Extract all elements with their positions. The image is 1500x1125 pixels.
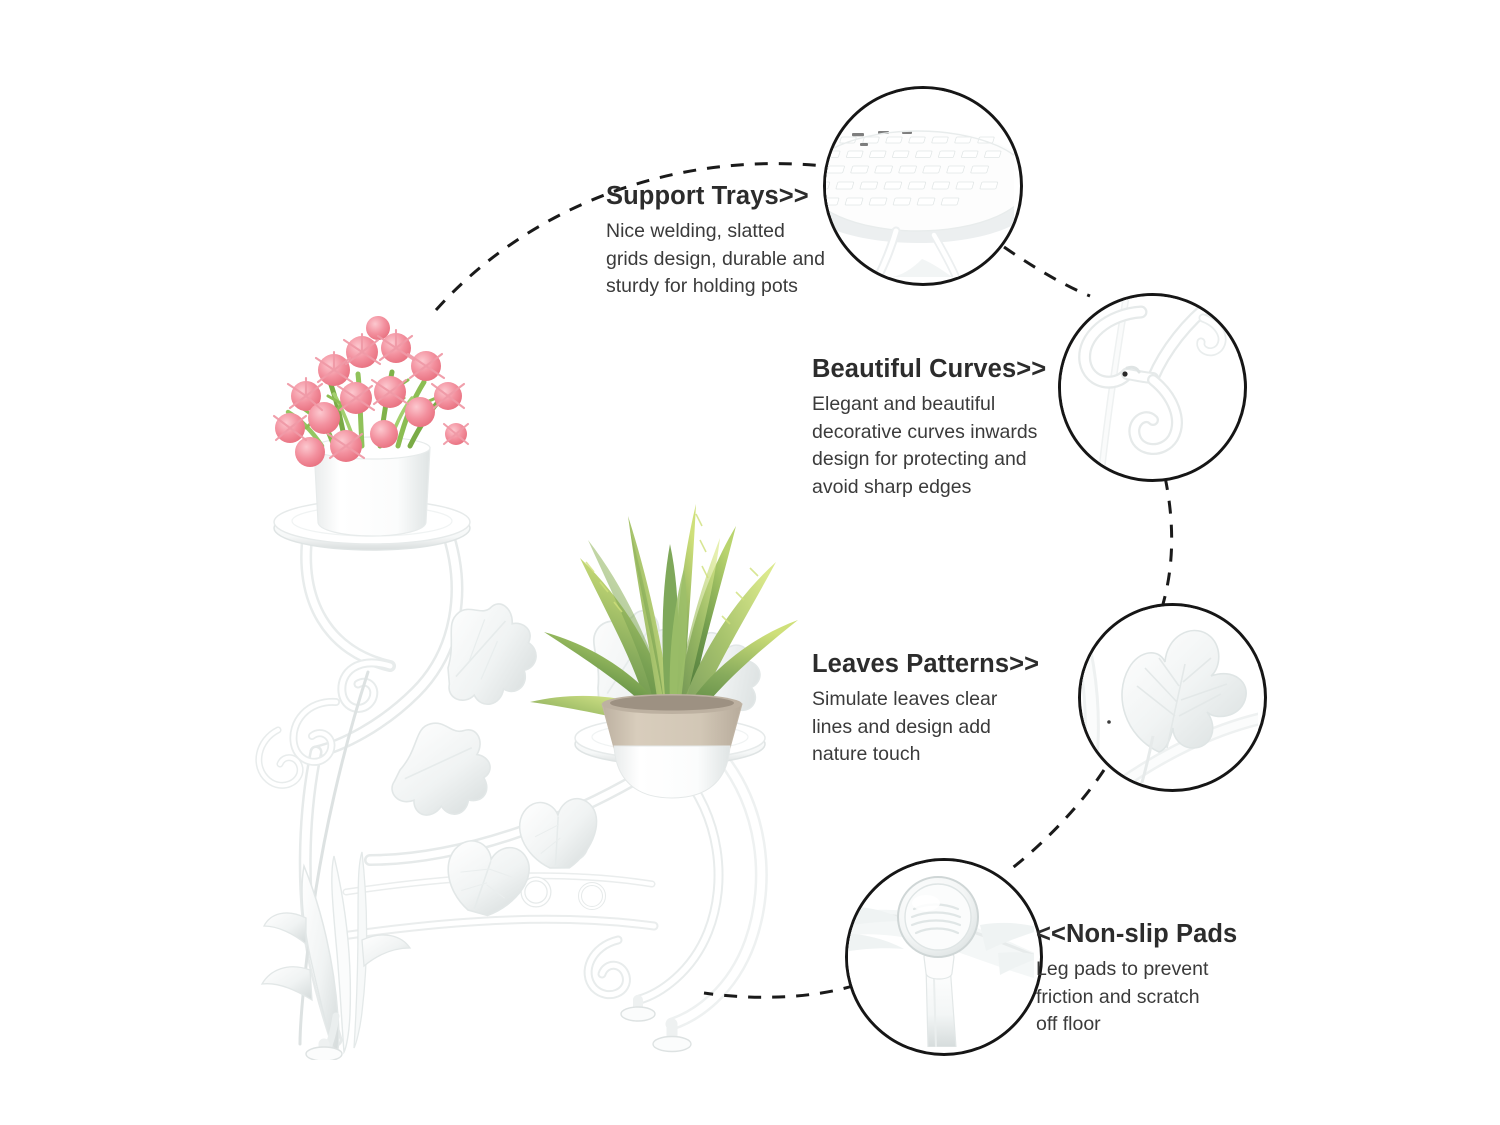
connector-curves-to-leaves bbox=[1161, 476, 1174, 605]
callout-non-slip-pads: <<Non-slip Pads Leg pads to prevent fric… bbox=[1036, 920, 1237, 1039]
connector-leaves-to-pads bbox=[1010, 769, 1106, 871]
connector-tray-to-curves bbox=[1003, 245, 1091, 298]
slatted-tray-closeup bbox=[823, 86, 1023, 286]
pink-blooms bbox=[272, 316, 470, 467]
pink-flower-arrangement bbox=[272, 316, 470, 537]
foot-pads bbox=[305, 995, 692, 1060]
callout-body-line: decorative curves inwards bbox=[812, 420, 1038, 443]
callout-body-line: nature touch bbox=[812, 743, 921, 766]
callout-body: Simulate leaves clear lines and design a… bbox=[812, 686, 1039, 769]
callout-body-line: Leg pads to prevent bbox=[1036, 958, 1209, 980]
callout-title: Leaves Patterns>> bbox=[812, 650, 1040, 678]
pad-disc bbox=[897, 876, 979, 958]
callout-body-line: grids design, durable and bbox=[606, 247, 825, 270]
callout-body-line: friction and scratch bbox=[1036, 985, 1200, 1008]
callout-leaves-patterns: Leaves Patterns>> Simulate leaves clear … bbox=[812, 650, 1039, 769]
callout-body-line: Nice welding, slatted bbox=[606, 220, 785, 242]
scroll-curve-closeup bbox=[1058, 293, 1247, 482]
callout-body: Elegant and beautiful decorative curves … bbox=[812, 391, 1046, 502]
callout-body-line: sturdy for holding pots bbox=[606, 275, 798, 298]
callout-body-line: avoid sharp edges bbox=[812, 476, 972, 499]
callout-body-line: lines and design add bbox=[812, 715, 991, 738]
leaf-ornament-closeup bbox=[1078, 603, 1267, 792]
callout-title: <<Non-slip Pads bbox=[1036, 920, 1238, 948]
stand-frame bbox=[298, 521, 768, 1047]
foot-pad-closeup bbox=[845, 858, 1043, 1056]
blade-leaf-cluster bbox=[260, 851, 412, 1058]
callout-body: Leg pads to prevent friction and scratch… bbox=[1036, 956, 1237, 1039]
callout-body-line: design for protecting and bbox=[812, 448, 1027, 471]
callout-body: Nice welding, slatted grids design, dura… bbox=[606, 218, 825, 301]
callout-title: Support Trays>> bbox=[606, 182, 809, 210]
callout-beautiful-curves: Beautiful Curves>> Elegant and beautiful… bbox=[812, 355, 1046, 502]
agave-leaves bbox=[530, 504, 798, 724]
callout-body-line: Simulate leaves clear bbox=[812, 688, 998, 710]
callout-support-trays: Support Trays>> Nice welding, slatted gr… bbox=[606, 182, 825, 301]
callout-body-line: Elegant and beautiful bbox=[812, 393, 996, 415]
succulent-arrangement bbox=[530, 504, 798, 799]
product-photo bbox=[250, 300, 810, 1060]
callout-title: Beautiful Curves>> bbox=[812, 355, 1047, 383]
callout-body-line: off floor bbox=[1036, 1013, 1101, 1036]
